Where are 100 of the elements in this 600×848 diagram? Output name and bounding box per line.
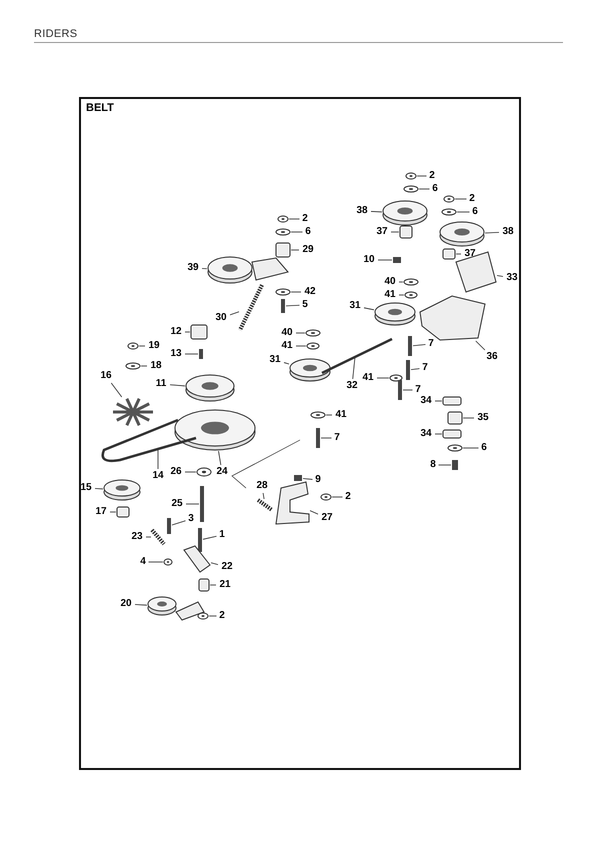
leader-line	[332, 496, 343, 498]
leader-line	[418, 188, 430, 190]
spacer-drawing	[116, 506, 130, 518]
leader-line	[170, 384, 186, 386]
callout-number: 19	[146, 340, 162, 352]
bolt-drawing	[199, 349, 203, 359]
leader-line	[352, 356, 356, 380]
callout-number: 34	[418, 395, 434, 407]
washer-drawing	[444, 196, 454, 202]
leader-line	[326, 414, 332, 416]
bolt-drawing	[408, 336, 412, 356]
callout-number: 29	[300, 244, 316, 256]
callout-number: 7	[332, 432, 342, 444]
washer-drawing	[320, 494, 332, 500]
leader-line	[110, 382, 122, 398]
callout-number: 9	[314, 474, 322, 486]
callout-number: 41	[382, 289, 398, 301]
bolt-drawing	[398, 380, 402, 400]
leader-line	[146, 536, 152, 538]
pulley-drawing	[440, 222, 484, 246]
leader-line	[296, 332, 306, 334]
bracket-drawing	[419, 295, 486, 340]
callout-number: 20	[118, 598, 134, 610]
washer-drawing	[404, 186, 418, 192]
leader-line	[202, 536, 217, 540]
callout-number: 34	[418, 428, 434, 440]
bracket-drawing	[183, 545, 211, 573]
leader-line	[398, 294, 404, 296]
callout-number: 14	[150, 470, 166, 482]
bolt-drawing	[452, 460, 458, 470]
washer-drawing	[406, 172, 416, 180]
callout-number: 17	[93, 506, 109, 518]
callout-number: 1	[218, 529, 226, 541]
spring-drawing	[238, 284, 264, 331]
leader-line	[134, 604, 148, 606]
callout-number: 7	[426, 338, 436, 350]
callout-number: 2	[300, 213, 310, 225]
belt-drawing	[321, 338, 393, 374]
callout-number: 2	[468, 193, 476, 205]
belt-drawing	[102, 418, 196, 462]
pulley-drawing	[186, 374, 234, 402]
leader-line	[484, 232, 500, 234]
fan-drawing	[113, 398, 153, 426]
callout-number: 41	[360, 372, 376, 384]
callout-number: 15	[78, 482, 94, 494]
washer-drawing	[310, 412, 326, 418]
washer-drawing	[306, 330, 320, 336]
spring-drawing	[150, 528, 166, 546]
callout-number: 21	[217, 579, 233, 591]
pulley-drawing	[290, 358, 330, 382]
callout-number: 2	[428, 170, 436, 182]
callout-number: 25	[169, 498, 185, 510]
callout-number: 41	[333, 409, 349, 421]
spacer-drawing	[442, 396, 462, 406]
washer-drawing	[198, 612, 208, 620]
bolt-drawing	[281, 299, 285, 313]
leader-line	[172, 520, 186, 526]
bolt-drawing	[198, 528, 202, 552]
callout-number: 6	[430, 183, 440, 195]
callout-number: 37	[374, 226, 390, 238]
spacer-drawing	[198, 578, 210, 592]
callout-number: 33	[504, 272, 520, 284]
bolt-drawing	[393, 257, 401, 263]
leader-line	[438, 464, 452, 466]
spacer-drawing	[400, 226, 412, 238]
leader-line	[288, 218, 300, 220]
leader-line	[412, 344, 426, 346]
diagram-title: BELT	[86, 102, 114, 114]
callout-number: 40	[279, 327, 295, 339]
washer-drawing	[276, 288, 290, 296]
bracket-drawing	[275, 481, 310, 525]
callout-number: 39	[185, 262, 201, 274]
pulley-drawing	[148, 596, 176, 616]
spacer-drawing	[442, 430, 462, 438]
leader-line	[496, 275, 504, 277]
callout-number: 27	[319, 512, 335, 524]
callout-number: 7	[414, 384, 422, 396]
washer-drawing	[390, 374, 402, 382]
callout-number: 26	[168, 466, 184, 478]
bolt-drawing	[167, 518, 171, 534]
spring-drawing	[256, 498, 274, 512]
callout-number: 32	[344, 380, 360, 392]
callout-number: 40	[382, 276, 398, 288]
callout-number: 31	[267, 354, 283, 366]
bolt-drawing	[294, 475, 302, 481]
callout-number: 23	[129, 531, 145, 543]
washer-drawing	[442, 208, 456, 216]
callout-number: 4	[138, 556, 148, 568]
leader-line	[310, 510, 318, 514]
leader-line	[410, 368, 420, 370]
leader-line	[230, 311, 240, 316]
washer-drawing	[128, 342, 138, 350]
callout-number: 13	[168, 348, 184, 360]
spacer-drawing	[190, 324, 208, 340]
callout-number: 2	[218, 610, 226, 622]
leader-line	[210, 584, 216, 586]
washer-drawing	[404, 292, 418, 298]
leader-line	[454, 198, 467, 200]
callout-number: 6	[480, 442, 488, 454]
callout-number: 11	[153, 378, 169, 390]
